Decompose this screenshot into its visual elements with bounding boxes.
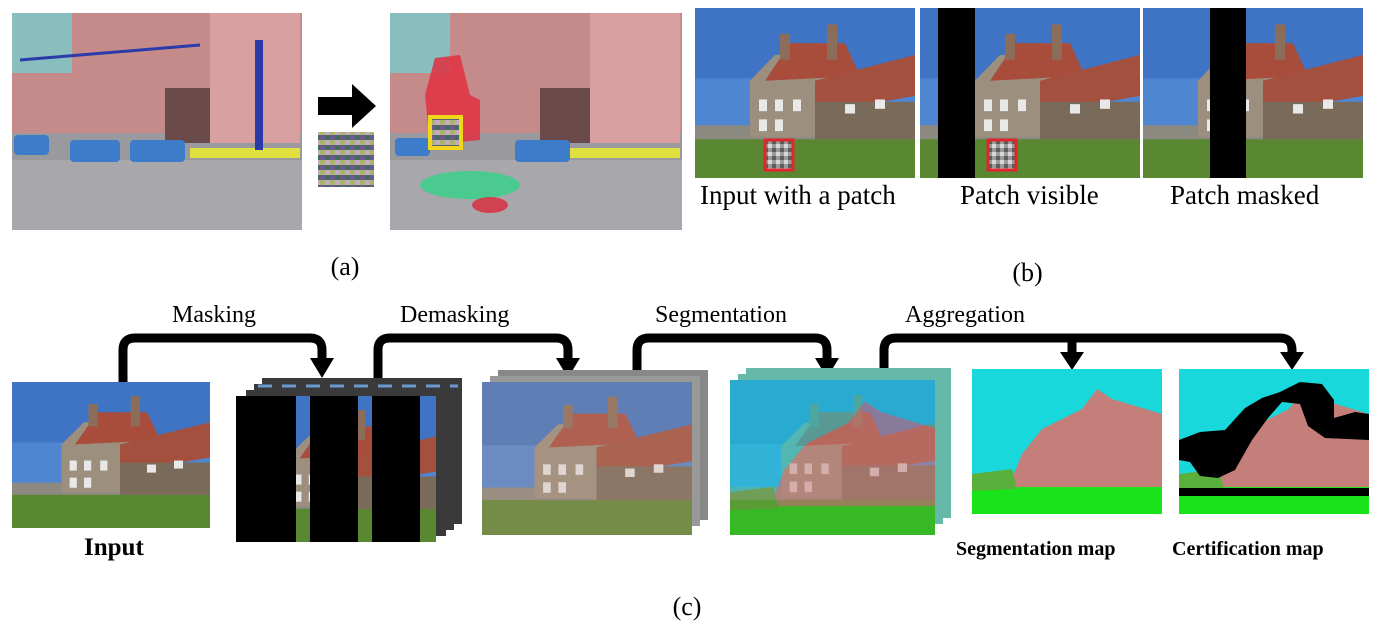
segmentation-map-image [972,369,1162,514]
panel-b-patch-visible [920,8,1140,178]
demasked-images-stack [482,370,708,535]
adversarial-patch-highlight [428,115,463,150]
input-label: Input [84,534,144,561]
segmentation-map-label: Segmentation map [956,538,1116,560]
certification-map-image [1179,369,1369,514]
patch-masked-label: Patch masked [1170,180,1320,210]
masked-images-stack [236,378,462,542]
panel-a-street-input [12,13,302,230]
input-image [12,382,210,528]
panel-b-patch-masked [1143,8,1363,178]
flow-connectors [118,333,1297,382]
panel-a-street-attacked [390,13,682,230]
step-aggregation-label: Aggregation [905,302,1025,328]
input-with-patch-label: Input with a patch [700,180,896,210]
step-segmentation-label: Segmentation [655,302,787,328]
certification-map-label: Certification map [1172,538,1324,560]
adversarial-patch-thumbnail [318,132,374,187]
patch-visible-label: Patch visible [960,180,1099,210]
panel-b-input-with-patch [695,8,915,178]
panel-a-caption: (a) [330,252,360,281]
step-demasking-label: Demasking [400,302,510,328]
panel-c-caption: (c) [672,592,702,621]
segmentation-images-stack [730,368,951,535]
panel-b-caption: (b) [1012,258,1043,287]
panel-a-arrow [318,84,376,128]
step-masking-label: Masking [172,302,256,328]
